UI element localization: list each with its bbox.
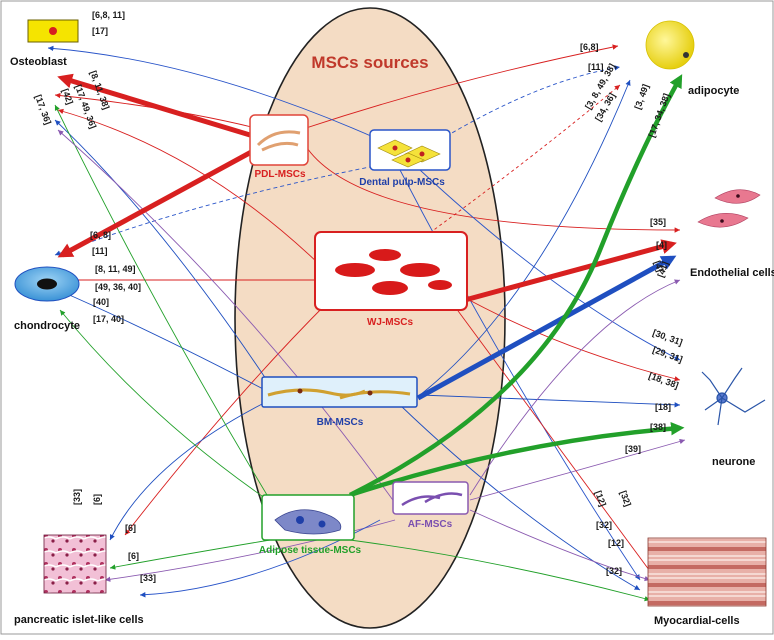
source-wj: WJ-MSCs: [314, 231, 468, 328]
pancreatic-islet-icon: [43, 534, 107, 594]
dental-cells-icon: [377, 139, 441, 168]
source-bm: BM-MSCs: [261, 376, 418, 428]
target-chondrocyte: chondrocyte: [14, 266, 80, 332]
adipocyte-label: adipocyte: [688, 85, 739, 97]
pdl-osteoblast-arrow: [57, 73, 251, 138]
bm-cells-icon: [267, 388, 411, 400]
target-myocardial: Myocardial-cells: [647, 537, 767, 627]
adipocyte-icon: [645, 20, 695, 70]
ref-label: [40]: [93, 297, 109, 307]
ref-label: [6, 8]: [90, 230, 111, 240]
adipose-neurone-arrow: [349, 421, 685, 498]
chondrocyte-label: chondrocyte: [14, 320, 80, 332]
target-osteoblast: Osteoblast: [10, 19, 79, 68]
ref-label: [29, 31]: [651, 344, 684, 364]
adipose-cells-icon: [274, 509, 342, 535]
source-af: AF-MSCs: [392, 481, 469, 530]
ref-label: [39]: [625, 444, 641, 454]
wj-endothelial-arrow: [464, 239, 677, 303]
ref-label: [6]: [125, 523, 136, 533]
neurone-label: neurone: [712, 456, 755, 468]
source-dental-pulp: Dental pulp-MSCs: [359, 129, 451, 188]
ref-label: [38]: [650, 422, 666, 432]
ref-label: [4]: [652, 259, 665, 273]
ref-label: [11]: [588, 62, 604, 72]
ref-label: [18]: [655, 402, 671, 412]
bm-endothelial-arrow: [416, 255, 677, 401]
diagram-title: MSCs sources: [311, 53, 428, 72]
ref-label: [17, 40]: [93, 314, 124, 324]
adipose-label: Adipose tissue-MSCs: [259, 545, 362, 556]
adipose-adipocyte-arrow: [348, 74, 683, 498]
ref-label: [18, 38]: [647, 370, 680, 390]
thin-connections: [47, 44, 686, 602]
af-label: AF-MSCs: [408, 519, 453, 530]
ref-label: [42]: [60, 87, 75, 105]
pancreatic-label: pancreatic islet-like cells: [14, 614, 144, 626]
ref-label: [6,8]: [580, 42, 599, 52]
ref-label: [6]: [92, 494, 102, 505]
wj-label: WJ-MSCs: [367, 317, 414, 328]
ref-label: [32]: [606, 566, 622, 576]
af-cells-icon: [401, 492, 463, 507]
pdl-label: PDL-MSCs: [254, 169, 306, 180]
ref-label: [32]: [618, 489, 633, 507]
bm-label: BM-MSCs: [317, 417, 364, 428]
ref-label: [11]: [92, 246, 108, 256]
ref-label: [6,8, 11]: [92, 10, 125, 20]
myocardial-label: Myocardial-cells: [654, 615, 740, 627]
osteoblast-label: Osteoblast: [10, 56, 67, 68]
thick-connections: [57, 73, 685, 498]
ref-label: [17, 34, 38]: [646, 92, 671, 139]
target-endothelial: Endothelial cells: [690, 189, 774, 279]
endothelial-cells-icon: [697, 189, 761, 228]
myocardial-icon: [647, 537, 767, 607]
ref-label: [4]: [656, 240, 667, 250]
target-neurone: neurone: [701, 367, 766, 468]
source-adipose: Adipose tissue-MSCs: [259, 494, 362, 556]
target-adipocyte: adipocyte: [645, 20, 739, 97]
ref-label: [12]: [593, 489, 608, 507]
ref-label: [32]: [596, 520, 612, 530]
ref-label: [49, 36, 40]: [95, 282, 141, 292]
ref-label: [17]: [92, 26, 108, 36]
endothelial-label: Endothelial cells: [690, 267, 774, 279]
dental-pulp-label: Dental pulp-MSCs: [359, 177, 445, 188]
ref-label: [17, 36]: [33, 93, 53, 126]
pdl-cells-icon: [256, 130, 301, 152]
ref-label: [33]: [140, 573, 156, 583]
source-pdl: PDL-MSCs: [249, 114, 309, 180]
ref-label: [6]: [128, 551, 139, 561]
neurone-icon: [701, 367, 766, 426]
target-pancreatic: pancreatic islet-like cells: [14, 534, 144, 626]
ref-label: [12]: [608, 538, 624, 548]
ref-label: [35]: [650, 217, 666, 227]
ref-label: [3, 49]: [632, 83, 650, 111]
wj-cells-icon: [335, 249, 452, 295]
ref-label: [8, 11, 49]: [95, 264, 136, 274]
ref-label: [33]: [72, 489, 82, 505]
pdl-chondrocyte-arrow: [57, 147, 257, 258]
